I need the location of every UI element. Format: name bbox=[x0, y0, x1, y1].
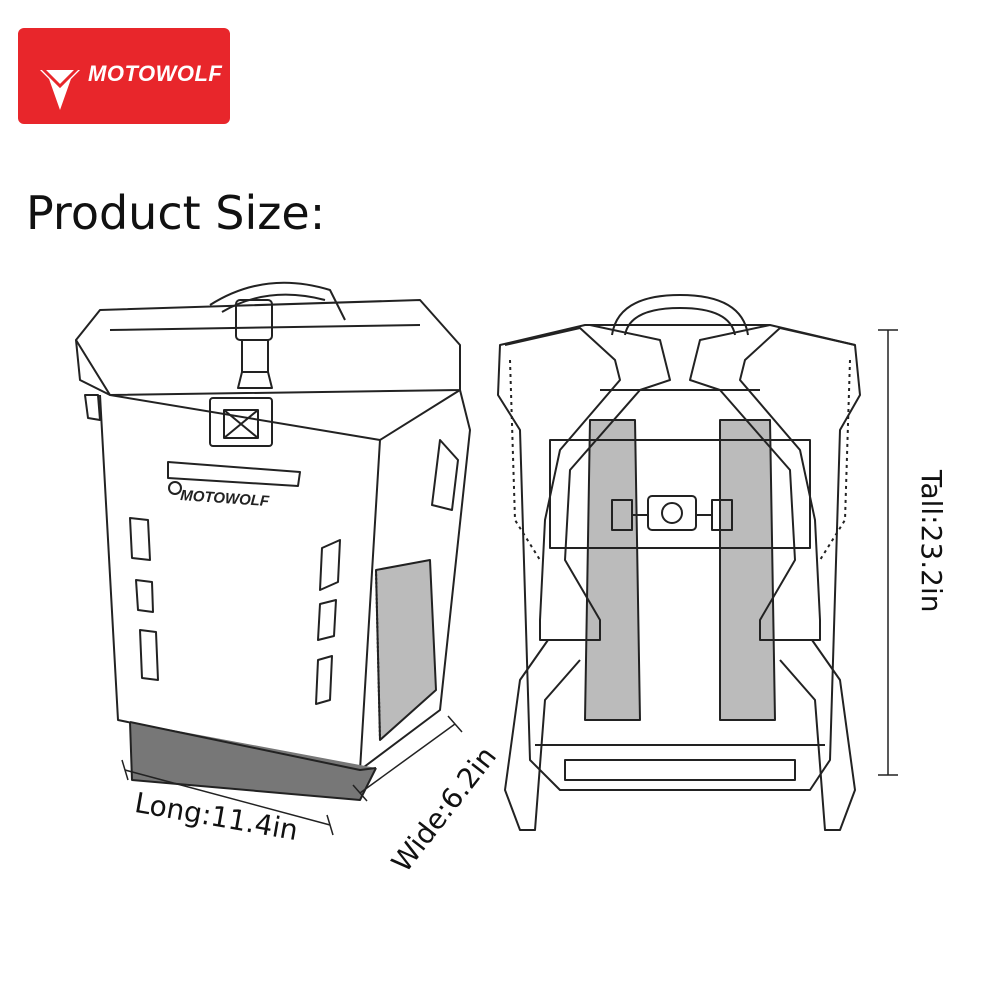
brand-name: MOTOWOLF bbox=[88, 61, 223, 86]
backpack-back-view bbox=[497, 294, 861, 831]
dimension-lines bbox=[121, 329, 898, 836]
page-title: Product Size: bbox=[26, 186, 326, 240]
motowolf-logo-icon bbox=[40, 66, 80, 110]
front-brand-print: MOTOWOLF bbox=[180, 487, 271, 510]
long-dimension-line bbox=[124, 769, 331, 826]
backpack-front-view bbox=[75, 281, 471, 801]
height-label: Tall:23.2in bbox=[915, 470, 948, 613]
wide-dimension-line bbox=[359, 723, 456, 794]
brand-logo: MOTOWOLF bbox=[18, 28, 230, 124]
